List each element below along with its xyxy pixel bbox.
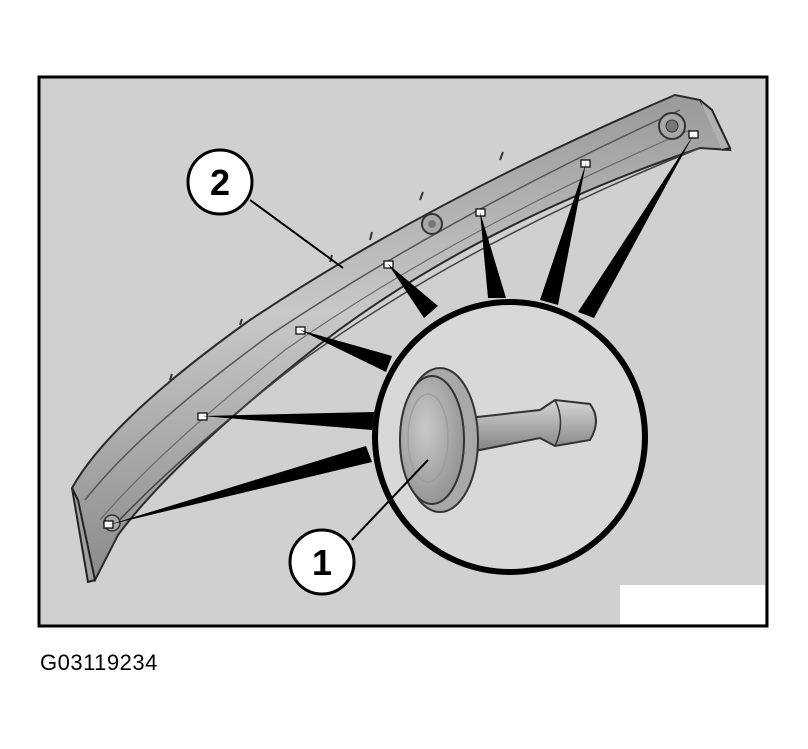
callout-1: 1 [288,528,356,596]
trim-strip [70,93,732,584]
callout-2-label: 2 [210,162,230,203]
callout-2: 2 [186,148,254,216]
figure-id-label: G03119234 [40,650,158,675]
corner-patch [620,585,765,624]
magnifier-detail [372,299,648,575]
callout-1-leader [351,459,429,541]
callout-2-leader [249,199,344,269]
magnifier-leaders [108,134,694,525]
callout-1-label: 1 [312,542,332,583]
